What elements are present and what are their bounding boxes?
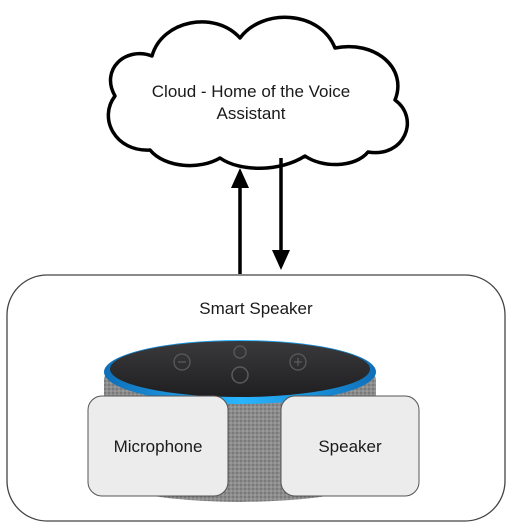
cloud-node: Cloud - Home of the Voice Assistant: [106, 15, 410, 170]
action-button-icon: [231, 366, 249, 384]
cloud-label-line2: Assistant: [217, 104, 286, 123]
cloud-shape: [106, 15, 410, 170]
microphone-component: Microphone: [87, 395, 229, 497]
speaker-component: Speaker: [280, 395, 420, 497]
arrow-down-head: [272, 250, 290, 270]
volume-down-icon: [173, 353, 191, 371]
mic-off-button-icon: [233, 345, 247, 359]
speaker-label: Speaker: [318, 437, 382, 456]
volume-up-icon: [289, 353, 307, 371]
smart-speaker-label: Smart Speaker: [199, 299, 313, 318]
microphone-label: Microphone: [114, 437, 203, 456]
arrow-down: [272, 158, 290, 270]
smart-speaker-node: Smart Speaker Microphone: [6, 274, 506, 522]
arrow-up: [231, 168, 249, 274]
arrow-up-head: [231, 168, 249, 188]
speaker-box: [280, 395, 420, 497]
cloud-label-line1: Cloud - Home of the Voice: [152, 82, 350, 101]
microphone-box: [87, 395, 229, 497]
